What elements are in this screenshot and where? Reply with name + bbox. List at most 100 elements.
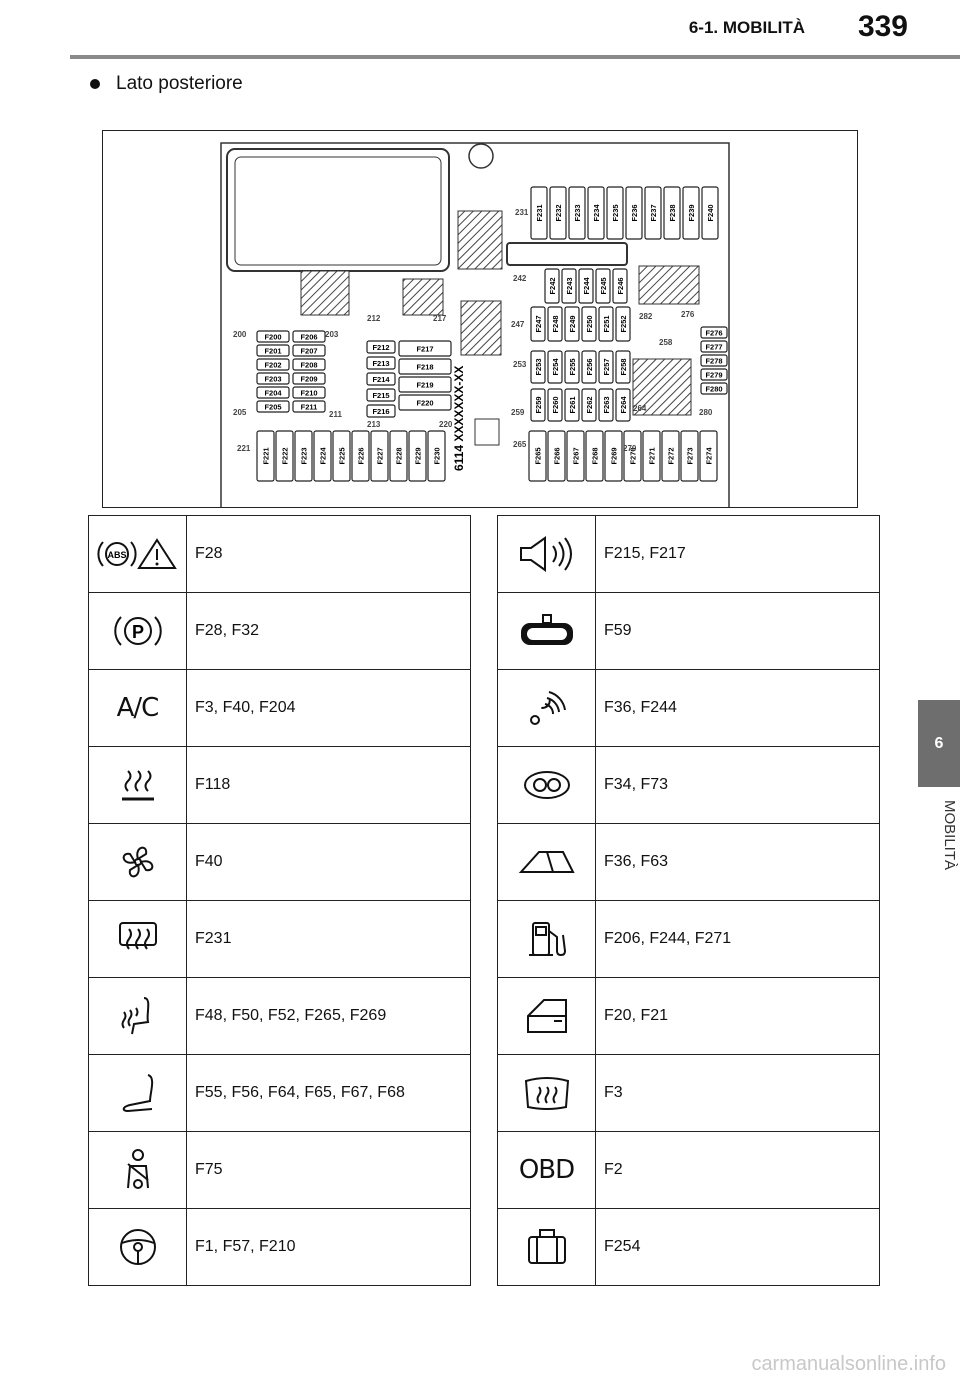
fuse-label: F204 bbox=[264, 389, 282, 398]
diagram-label: 203 bbox=[325, 330, 339, 339]
fuse-list: F1, F57, F210 bbox=[186, 1208, 471, 1286]
table-row: F206, F244, F271 bbox=[497, 900, 880, 978]
svg-text:P: P bbox=[131, 622, 143, 642]
fuse-list: F2 bbox=[595, 1131, 880, 1209]
fuse-f205: F205 bbox=[256, 400, 290, 413]
ac-icon: A/C bbox=[88, 669, 187, 747]
fuse-label: F263 bbox=[602, 396, 611, 413]
fuse-f202: F202 bbox=[256, 358, 290, 371]
fuse-f245: F245 bbox=[595, 268, 611, 304]
luggage-icon bbox=[497, 1208, 596, 1286]
fuse-label: F206 bbox=[300, 333, 317, 342]
table-row: F118 bbox=[88, 746, 471, 824]
fuse-label: F240 bbox=[706, 204, 715, 221]
rear-defrost-icon bbox=[88, 900, 187, 978]
table-row: F36, F63 bbox=[497, 823, 880, 901]
front-defrost-icon bbox=[497, 1054, 596, 1132]
abs-warning-icon: ABS bbox=[88, 515, 187, 593]
fuse-f211: F211 bbox=[292, 400, 326, 413]
fuse-label: F265 bbox=[534, 447, 543, 464]
fuse-label: F264 bbox=[619, 396, 628, 414]
fuse-f239: F239 bbox=[682, 186, 700, 240]
table-row: F1, F57, F210 bbox=[88, 1208, 471, 1286]
fuse-f276: F276 bbox=[700, 326, 728, 339]
rearview-mirror-icon bbox=[497, 592, 596, 670]
heated-seat-icon bbox=[88, 977, 187, 1055]
fuse-label: F246 bbox=[616, 277, 625, 294]
fuse-label: F251 bbox=[602, 315, 611, 332]
fuse-f200: F200 bbox=[256, 330, 290, 343]
header-rule bbox=[70, 55, 960, 59]
fuse-f227: F227 bbox=[370, 430, 389, 482]
fuse-list: F34, F73 bbox=[595, 746, 880, 824]
steering-wheel-icon bbox=[88, 1208, 187, 1286]
fuse-label: F237 bbox=[649, 204, 658, 221]
fuse-f257: F257 bbox=[598, 350, 614, 384]
fuse-list: F215, F217 bbox=[595, 515, 880, 593]
table-row: F215, F217 bbox=[497, 515, 880, 593]
fuse-f260: F260 bbox=[547, 388, 563, 422]
fuse-f244: F244 bbox=[578, 268, 594, 304]
fuse-label: F214 bbox=[372, 375, 390, 384]
diagram-label: 265 bbox=[513, 440, 527, 449]
table-row: F3 bbox=[497, 1054, 880, 1132]
door-icon bbox=[497, 977, 596, 1055]
watermark: carmanualsonline.info bbox=[751, 1353, 946, 1375]
fuse-f228: F228 bbox=[389, 430, 408, 482]
fuse-label: F250 bbox=[585, 315, 594, 332]
fuse-f226: F226 bbox=[351, 430, 370, 482]
table-row: F36, F244 bbox=[497, 669, 880, 747]
diagram-label: 280 bbox=[699, 408, 713, 417]
diagram-label: 212 bbox=[367, 314, 381, 323]
fuse-label: F213 bbox=[372, 359, 389, 368]
fuse-f233: F233 bbox=[568, 186, 586, 240]
diagram-label: 259 bbox=[511, 408, 525, 417]
fuse-label: F270 bbox=[629, 447, 638, 464]
fuse-f250: F250 bbox=[581, 306, 597, 342]
diagram-label: 264 bbox=[633, 404, 647, 413]
fuse-f234: F234 bbox=[587, 186, 605, 240]
fuse-label: F244 bbox=[582, 277, 591, 295]
fuse-label: F233 bbox=[573, 204, 582, 221]
diagram-label: 221 bbox=[237, 444, 251, 453]
fuse-f265: F265 bbox=[528, 430, 547, 482]
fuse-f268: F268 bbox=[585, 430, 604, 482]
fuse-label: F254 bbox=[551, 358, 560, 376]
fuse-f270: F270 bbox=[623, 430, 642, 482]
fuse-f266: F266 bbox=[547, 430, 566, 482]
fuse-label: F267 bbox=[572, 447, 581, 464]
diagram-label: 211 bbox=[329, 410, 342, 419]
fuse-label: F272 bbox=[667, 447, 676, 464]
table-row: F59 bbox=[497, 592, 880, 670]
fuse-f212: F212 bbox=[366, 340, 396, 354]
fuse-list: F48, F50, F52, F265, F269 bbox=[186, 977, 471, 1055]
table-row: F48, F50, F52, F265, F269 bbox=[88, 977, 471, 1055]
fuse-label: F202 bbox=[264, 361, 281, 370]
fuse-f251: F251 bbox=[598, 306, 614, 342]
diagram-label: 205 bbox=[233, 408, 247, 417]
fuse-list: F75 bbox=[186, 1131, 471, 1209]
fuse-list: F254 bbox=[595, 1208, 880, 1286]
bullet-dot-icon bbox=[90, 79, 100, 89]
diagram-label: 200 bbox=[233, 330, 247, 339]
fuse-f221: F221 bbox=[256, 430, 275, 482]
diagram-code-text: 6114 XXXXXXX-XX bbox=[452, 366, 466, 471]
fuse-f236: F236 bbox=[625, 186, 643, 240]
table-row: F40 bbox=[88, 823, 471, 901]
fuse-label: F242 bbox=[548, 277, 557, 294]
fuse-label: F225 bbox=[338, 447, 347, 464]
icon-text: A/C bbox=[116, 693, 160, 723]
table-row: F75 bbox=[88, 1131, 471, 1209]
fuse-f242: F242 bbox=[544, 268, 560, 304]
fuse-f201: F201 bbox=[256, 344, 290, 357]
fuse-list: F40 bbox=[186, 823, 471, 901]
fuse-f203: F203 bbox=[256, 372, 290, 385]
fuse-label: F257 bbox=[602, 358, 611, 375]
fuse-label: F200 bbox=[264, 333, 281, 342]
fuse-label: F226 bbox=[357, 447, 366, 464]
